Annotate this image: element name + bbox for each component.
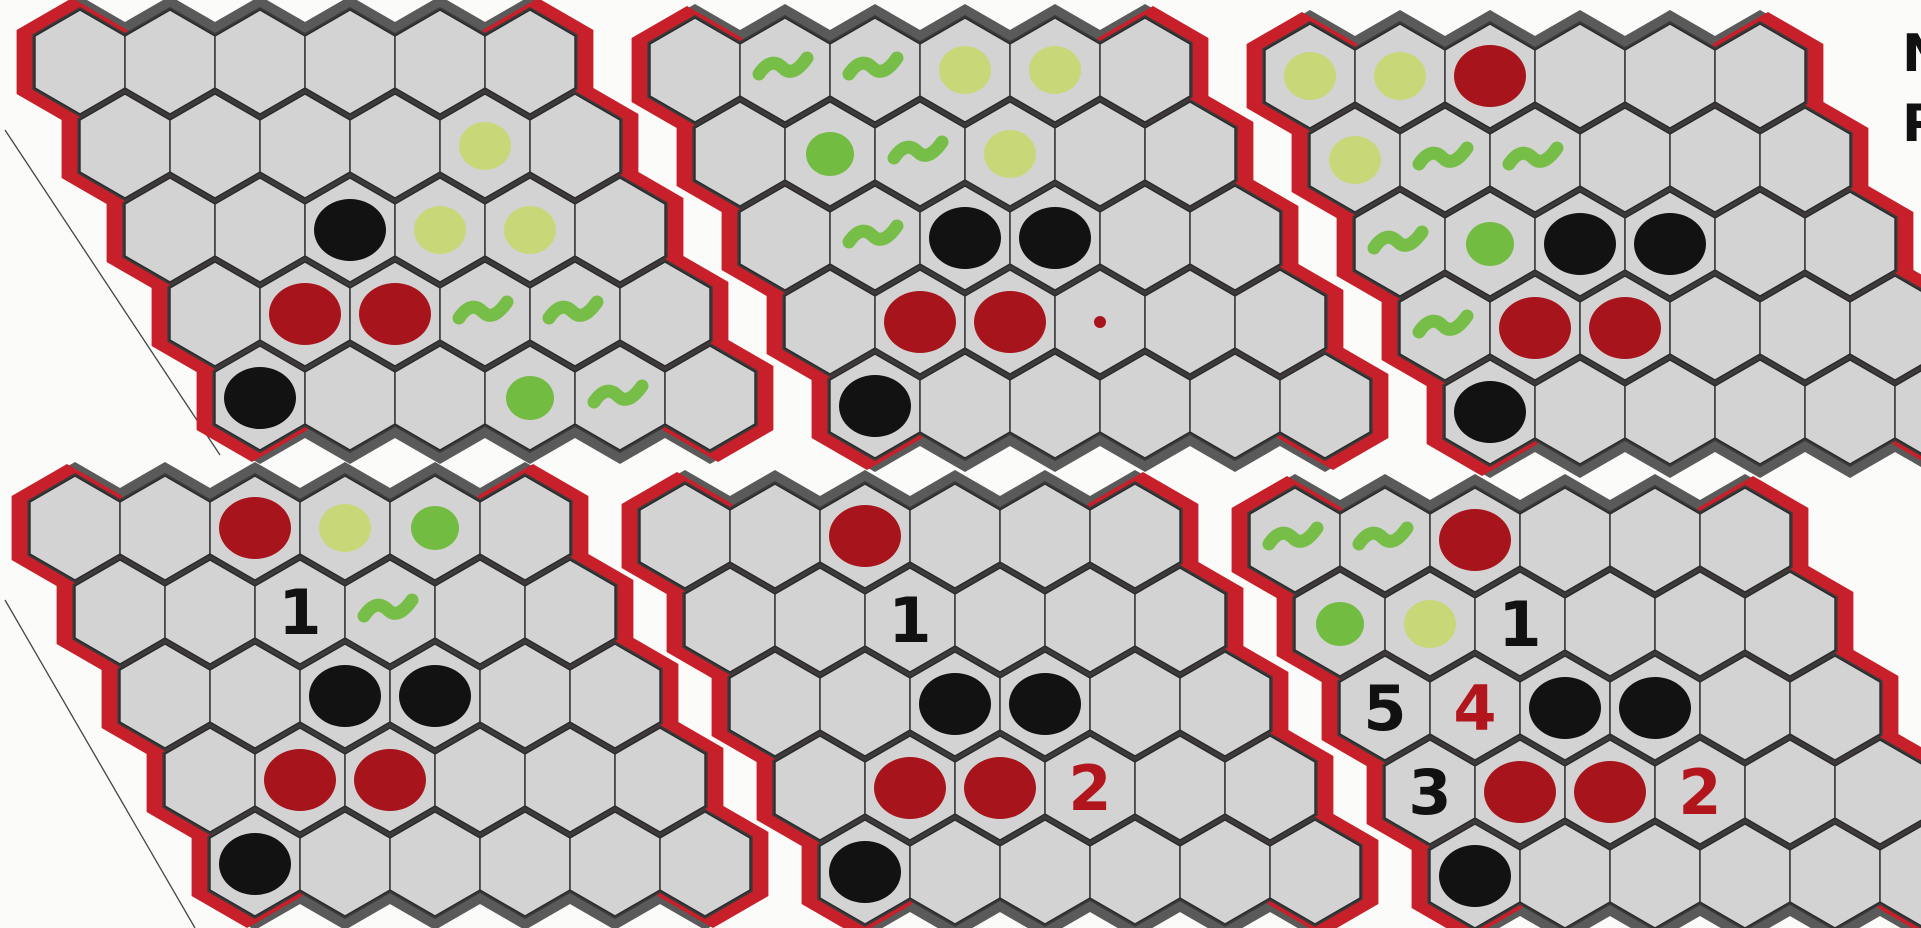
green-mark	[411, 506, 459, 550]
yellow-green-mark	[1284, 52, 1336, 100]
corner-text-bottom: P	[1902, 98, 1921, 150]
red-piece[interactable]	[354, 749, 426, 811]
black-piece[interactable]	[1009, 673, 1081, 735]
yellow-green-mark	[459, 122, 511, 170]
yellow-green-mark	[939, 46, 991, 94]
green-scribble-mark	[1359, 528, 1407, 544]
red-piece[interactable]	[1439, 509, 1511, 571]
red-piece[interactable]	[884, 291, 956, 353]
yellow-green-mark	[504, 206, 556, 254]
green-scribble-mark	[849, 58, 897, 74]
move-number: 4	[1453, 672, 1496, 745]
red-piece[interactable]	[1484, 761, 1556, 823]
move-number: 2	[1068, 752, 1111, 825]
black-piece[interactable]	[1544, 213, 1616, 275]
green-scribble-mark	[1419, 316, 1467, 332]
green-mark	[1316, 602, 1364, 646]
green-scribble-mark	[364, 600, 412, 616]
yellow-green-mark	[1404, 600, 1456, 648]
red-piece[interactable]	[874, 757, 946, 819]
green-scribble-mark	[1509, 148, 1557, 164]
red-piece[interactable]	[829, 505, 901, 567]
black-piece[interactable]	[919, 673, 991, 735]
green-mark	[1466, 222, 1514, 266]
black-piece[interactable]	[829, 841, 901, 903]
black-piece[interactable]	[929, 207, 1001, 269]
yellow-green-mark	[1374, 52, 1426, 100]
corner-text-top: N	[1902, 28, 1921, 80]
green-scribble-mark	[594, 386, 642, 402]
green-scribble-mark	[1269, 528, 1317, 544]
green-scribble-mark	[549, 302, 597, 318]
yellow-green-mark	[1029, 46, 1081, 94]
red-piece[interactable]	[219, 497, 291, 559]
green-scribble-mark	[849, 226, 897, 242]
green-mark	[806, 132, 854, 176]
black-piece[interactable]	[314, 199, 386, 261]
black-piece[interactable]	[839, 375, 911, 437]
green-scribble-mark	[459, 302, 507, 318]
red-piece[interactable]	[1454, 45, 1526, 107]
yellow-green-mark	[984, 130, 1036, 178]
black-piece[interactable]	[309, 665, 381, 727]
red-piece[interactable]	[1574, 761, 1646, 823]
red-dot-mark	[1094, 316, 1106, 328]
black-piece[interactable]	[1529, 677, 1601, 739]
green-scribble-mark	[1374, 232, 1422, 248]
move-number: 3	[1408, 756, 1451, 829]
move-number: 2	[1678, 756, 1721, 829]
move-number: 1	[1498, 588, 1541, 661]
black-piece[interactable]	[1019, 207, 1091, 269]
move-number: 5	[1363, 672, 1406, 745]
black-piece[interactable]	[1439, 845, 1511, 907]
black-piece[interactable]	[1634, 213, 1706, 275]
yellow-green-mark	[1329, 136, 1381, 184]
black-piece[interactable]	[1454, 381, 1526, 443]
green-mark	[506, 376, 554, 420]
green-scribble-mark	[759, 58, 807, 74]
yellow-green-mark	[319, 504, 371, 552]
black-piece[interactable]	[224, 367, 296, 429]
red-piece[interactable]	[359, 283, 431, 345]
green-scribble-mark	[1419, 148, 1467, 164]
red-piece[interactable]	[269, 283, 341, 345]
black-piece[interactable]	[399, 665, 471, 727]
red-piece[interactable]	[1499, 297, 1571, 359]
move-number: 1	[888, 584, 931, 657]
move-number: 1	[278, 576, 321, 649]
red-piece[interactable]	[974, 291, 1046, 353]
green-scribble-mark	[894, 142, 942, 158]
black-piece[interactable]	[1619, 677, 1691, 739]
red-piece[interactable]	[964, 757, 1036, 819]
yellow-green-mark	[414, 206, 466, 254]
red-piece[interactable]	[1589, 297, 1661, 359]
black-piece[interactable]	[219, 833, 291, 895]
red-piece[interactable]	[264, 749, 336, 811]
